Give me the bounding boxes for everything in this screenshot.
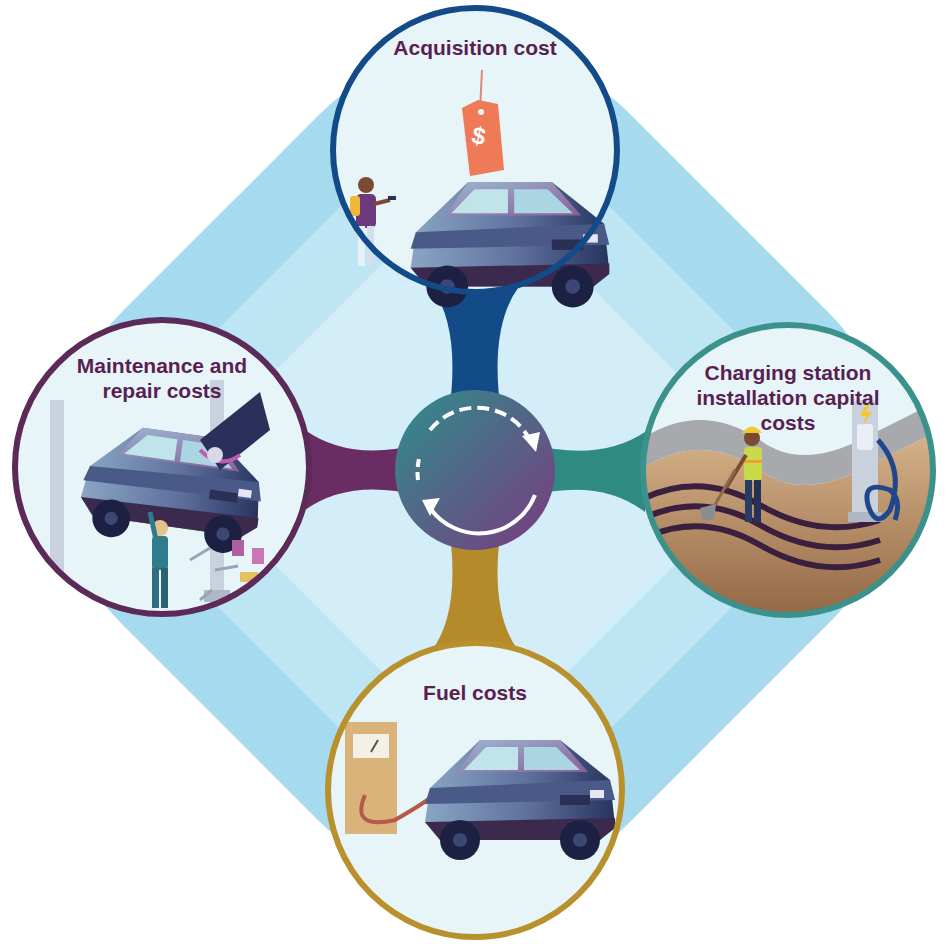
cost-circle: Acquisition cost — [330, 5, 620, 295]
circle-title: Fuel costs — [375, 680, 575, 705]
circle-title: Acquisition cost — [375, 35, 575, 60]
circle-title: Charging station installation capital co… — [673, 360, 903, 435]
cost-circle: Charging station installation capital co… — [640, 322, 936, 618]
cost-circle: Maintenance and repair costs — [12, 317, 312, 617]
cost-circle: Fuel costs — [325, 640, 625, 940]
circle-title: Maintenance and repair costs — [55, 353, 270, 403]
